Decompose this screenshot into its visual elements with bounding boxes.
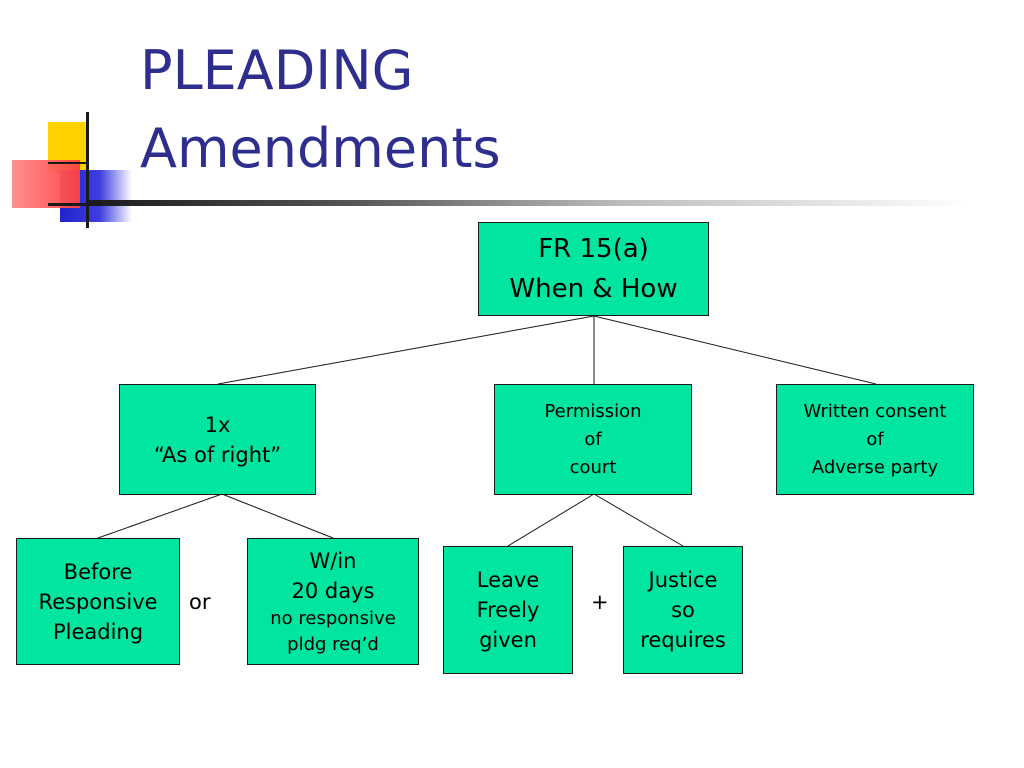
connector-as-of-right-to-within [221, 493, 334, 539]
title-underline-rule [88, 200, 968, 206]
connector-as-of-right-to-before [97, 493, 223, 539]
slide-title-line-2: Amendments [140, 117, 501, 180]
node-label: FR 15(a) [538, 234, 649, 264]
node-within-20-days: W/in 20 days no responsive pldg req’d [247, 538, 419, 665]
node-label: no responsive [270, 607, 396, 629]
node-label: Freely [476, 598, 540, 622]
node-label: Permission [544, 400, 642, 422]
node-written-consent: Written consent of Adverse party [776, 384, 974, 495]
node-label: so [671, 598, 695, 622]
node-label: of [584, 428, 602, 450]
or-operator: or [189, 590, 211, 614]
node-label: Responsive [38, 589, 158, 614]
node-label: Justice [648, 568, 718, 592]
node-label: Written consent [803, 400, 947, 422]
node-label: W/in [309, 548, 357, 573]
node-as-of-right: 1x “As of right” [119, 384, 316, 495]
node-label: Leave [476, 568, 540, 592]
node-before-responsive-pleading: Before Responsive Pleading [16, 538, 180, 665]
node-label: 20 days [291, 578, 375, 603]
connector-permission-to-leave [507, 493, 595, 547]
horizontal-rule-decoration [48, 203, 88, 206]
node-permission-of-court: Permission of court [494, 384, 692, 495]
connector-root-to-as-of-right [217, 315, 595, 385]
node-label: When & How [509, 274, 678, 304]
connector-permission-to-justice [593, 493, 684, 547]
slide-title-line-1: PLEADING [140, 39, 414, 102]
node-label: “As of right” [153, 442, 282, 467]
node-label: requires [640, 628, 726, 652]
node-label: Adverse party [811, 456, 939, 478]
node-label: given [479, 628, 537, 652]
vertical-rule-decoration [86, 112, 89, 228]
connector-root-to-written-consent [593, 315, 877, 385]
node-label: Before [63, 559, 133, 584]
node-label: court [569, 456, 617, 478]
node-justice-so-requires: Justice so requires [623, 546, 743, 674]
node-label: 1x [204, 412, 231, 437]
node-label: of [866, 428, 884, 450]
plus-operator: + [591, 590, 609, 614]
node-label: Pleading [52, 619, 144, 644]
horizontal-rule-decoration [48, 162, 88, 164]
red-square-decoration [12, 160, 80, 208]
node-leave-freely-given: Leave Freely given [443, 546, 573, 674]
node-fr-15a: FR 15(a) When & How [478, 222, 709, 316]
node-label: pldg req’d [287, 633, 379, 655]
